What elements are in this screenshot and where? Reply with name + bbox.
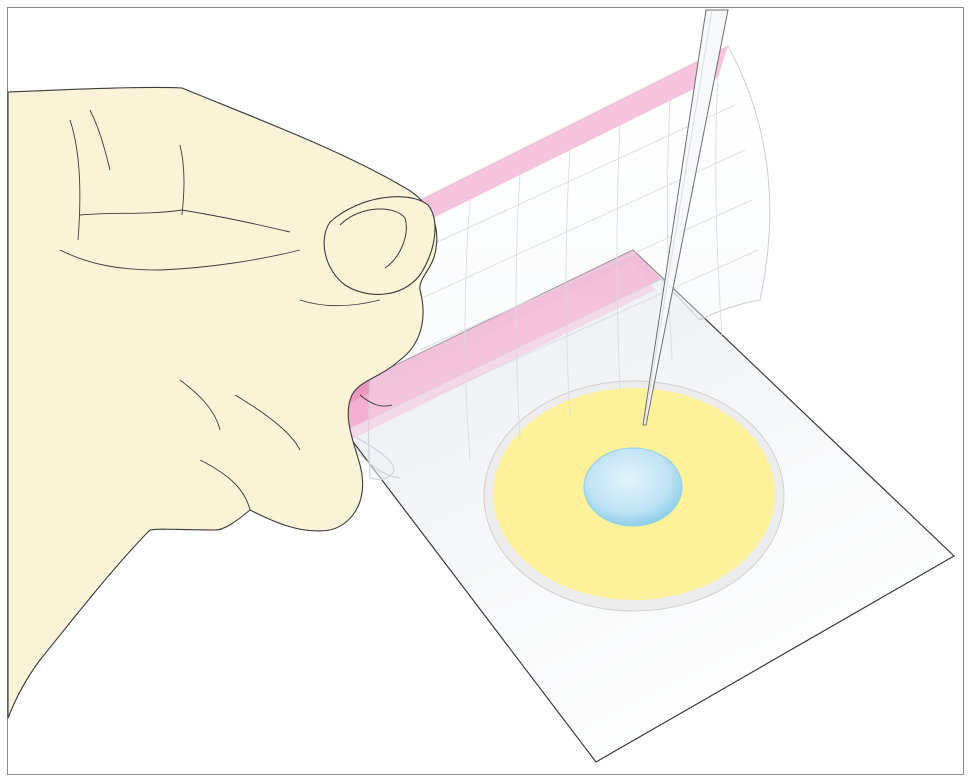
glove-hand-icon [7,86,438,719]
thumbnail [339,208,407,269]
film-stripe [420,46,728,222]
inoculation-drop-icon [583,447,683,527]
growth-area [483,380,785,612]
thumb [323,196,436,295]
pipette-icon [642,9,729,426]
